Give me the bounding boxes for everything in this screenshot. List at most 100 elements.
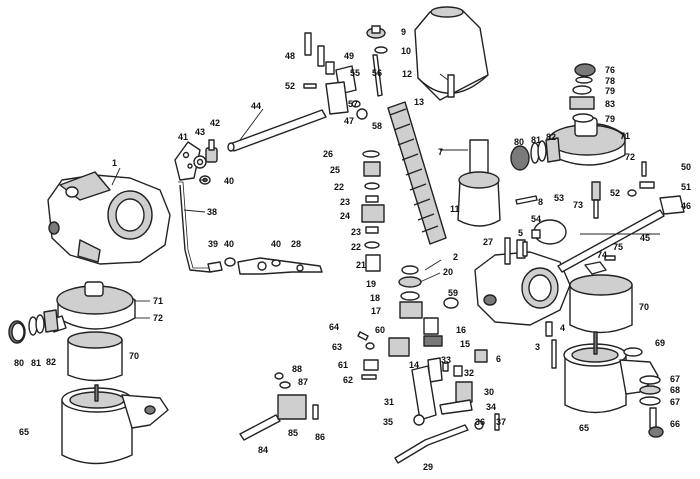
spring-30 (455, 381, 473, 403)
spring-11 (387, 101, 447, 245)
suction-chamber-12 (414, 6, 489, 101)
spring-23a (365, 195, 379, 203)
callout-51: 51 (681, 182, 692, 192)
float-lid-left-71 (49, 281, 136, 333)
jet-bearing-17 (399, 301, 423, 319)
jet-21 (365, 254, 381, 272)
washer-22a (364, 182, 380, 190)
piston-7 (457, 139, 501, 227)
callout-87: 87 (298, 377, 309, 387)
carburettor-body-right (474, 239, 571, 326)
callout-49: 49 (344, 51, 355, 61)
callout-65-left: 65 (19, 427, 30, 437)
washer-87 (279, 381, 291, 389)
washer-69 (623, 347, 643, 357)
float-right-70 (569, 274, 633, 334)
pin-52-top (303, 83, 317, 89)
washer-40-lower (224, 257, 236, 267)
callout-64: 64 (329, 322, 340, 332)
callout-80-right: 80 (514, 137, 525, 147)
leader-lines (111, 73, 660, 319)
callout-85: 85 (288, 428, 299, 438)
damper-cap-9 (366, 25, 386, 39)
callout-7: 7 (438, 147, 444, 157)
callout-88: 88 (292, 364, 303, 374)
callout-43: 43 (195, 127, 206, 137)
callout-11: 11 (450, 204, 460, 214)
filter-82-right (545, 137, 561, 163)
linkage-rod-38 (178, 181, 211, 273)
seat-4 (545, 321, 553, 337)
callout-40-right: 40 (271, 239, 282, 249)
callout-72-right: 72 (625, 152, 636, 162)
callout-68: 68 (670, 385, 681, 395)
callout-10: 10 (401, 46, 412, 56)
lever-47 (325, 81, 349, 115)
washer-22b (364, 241, 380, 249)
callout-80-left: 80 (14, 358, 25, 368)
washer-40-right (271, 259, 281, 267)
callout-18: 18 (370, 293, 381, 303)
callout-52-left: 52 (285, 81, 296, 91)
callout-25: 25 (330, 165, 341, 175)
callout-50: 50 (681, 162, 692, 172)
callout-22-lower: 22 (351, 242, 362, 252)
callout-6: 6 (496, 354, 502, 364)
pin-84 (239, 414, 281, 441)
nut-42 (205, 139, 218, 163)
gland-20 (401, 265, 419, 275)
bolt-66 (648, 407, 664, 438)
washer-67a (639, 375, 661, 385)
callout-14: 14 (409, 360, 420, 370)
callout-44: 44 (251, 101, 262, 111)
screw-5 (522, 241, 528, 257)
callout-45: 45 (640, 233, 651, 243)
washer-81-left (28, 314, 45, 336)
pin-33 (442, 362, 449, 372)
carburettor-body-left (47, 171, 171, 265)
callout-62: 62 (343, 375, 354, 385)
callout-75: 75 (613, 242, 624, 252)
screw-73 (591, 181, 601, 219)
callout-73: 73 (573, 200, 584, 210)
washer-68 (639, 385, 661, 395)
sleeve-25 (363, 161, 381, 177)
washer-67b (639, 396, 661, 406)
washer-78 (575, 76, 593, 84)
screw-58 (356, 108, 368, 120)
throttle-lever-41 (174, 141, 201, 181)
callout-40-mid: 40 (224, 239, 235, 249)
washer-63 (365, 342, 375, 350)
callout-70-right: 70 (639, 302, 650, 312)
callout-81-right: 81 (531, 135, 542, 145)
callout-59: 59 (448, 288, 459, 298)
spring-32 (453, 365, 463, 377)
callout-28: 28 (291, 239, 302, 249)
callout-78: 78 (605, 76, 616, 86)
screw-62 (361, 374, 377, 380)
callout-42: 42 (210, 118, 221, 128)
banjo-80-right (510, 145, 530, 171)
callout-60: 60 (375, 325, 386, 335)
stud-13 (447, 74, 455, 98)
washer-36 (474, 420, 484, 430)
callout-81-left: 81 (31, 358, 42, 368)
screw-27 (504, 237, 511, 265)
callout-9: 9 (401, 27, 407, 37)
callout-84: 84 (258, 445, 269, 455)
screw-50 (641, 161, 647, 177)
screw-37 (494, 413, 500, 431)
washer-79b (572, 113, 594, 123)
callout-55: 55 (350, 68, 361, 78)
lever-46 (659, 195, 685, 215)
throttle-spindle-44 (227, 109, 327, 152)
callout-36: 36 (475, 417, 486, 427)
callout-54: 54 (531, 214, 542, 224)
nut-15 (423, 335, 443, 347)
cap-26 (362, 150, 380, 158)
callout-56: 56 (372, 68, 383, 78)
callout-16: 16 (456, 325, 467, 335)
callout-72-left: 72 (153, 313, 164, 323)
screw-48 (304, 32, 325, 67)
callout-67-lower: 67 (670, 397, 681, 407)
